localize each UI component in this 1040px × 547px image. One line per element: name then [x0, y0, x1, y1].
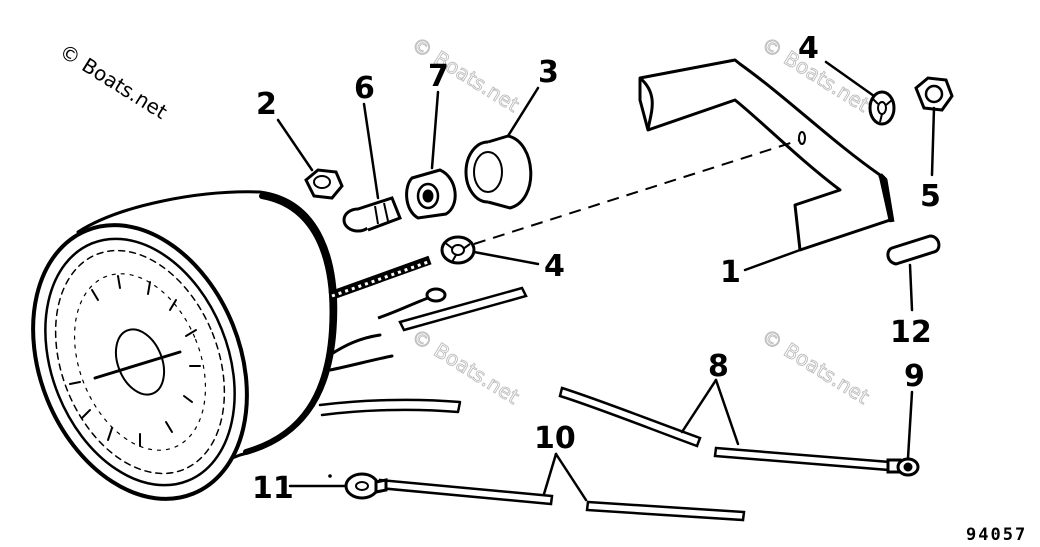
gauge-dial-face	[54, 249, 226, 475]
callout-4-lower: 4	[544, 249, 565, 284]
gauge-ring-terminal	[377, 287, 447, 320]
callout-10: 10	[534, 421, 576, 456]
part-6-bulb	[342, 196, 402, 233]
leader-7	[430, 90, 440, 170]
part-3-grommet	[464, 134, 533, 210]
part-4-lockwasher-upper	[868, 90, 896, 126]
mounting-stud	[328, 255, 432, 301]
leader-4-upper	[824, 60, 876, 98]
leader-8a	[680, 378, 718, 434]
leader-10a	[542, 452, 558, 496]
callout-8: 8	[708, 349, 729, 384]
gauge-assembly	[31, 190, 462, 501]
callout-3: 3	[538, 55, 559, 90]
gauge-harness-lower	[328, 354, 394, 372]
figure-number: 94057	[966, 525, 1027, 545]
part-5-hex-nut	[914, 76, 954, 112]
leader-12	[908, 263, 914, 312]
leader-dot-11	[328, 474, 332, 478]
watermark-mid-center: © Boats.net	[407, 324, 523, 409]
watermark-mid-right: © Boats.net	[757, 324, 873, 409]
leader-5	[930, 106, 936, 177]
leader-6	[362, 102, 380, 200]
callout-labels: 2 6 7 3 4 5 4 1 12 8 9 10 11	[252, 31, 941, 506]
gauge-dial-ticks	[69, 275, 201, 447]
gauge-bezel-outer	[31, 223, 249, 501]
part-8-wires	[558, 386, 892, 472]
part-9-ring-terminal	[886, 457, 920, 477]
leader-9	[906, 390, 914, 460]
gauge-dial-ring	[73, 273, 207, 451]
part-12-pin	[886, 234, 941, 266]
leader-2	[276, 118, 314, 172]
callout-12: 12	[890, 315, 932, 350]
gauge-harness-pair	[318, 398, 462, 417]
part-1-bracket	[638, 58, 895, 252]
part-2-nut	[304, 168, 344, 200]
watermark-main: © Boats.net	[55, 39, 171, 124]
gauge-harness-upper	[328, 333, 382, 357]
callout-6: 6	[354, 71, 375, 106]
callout-11: 11	[252, 471, 294, 506]
gauge-bezel-inner	[44, 237, 236, 487]
watermark-top-center: © Boats.net	[407, 32, 523, 117]
part-11-ring-terminal	[344, 472, 388, 500]
callout-5: 5	[920, 179, 941, 214]
gauge-needle	[93, 350, 182, 380]
leader-lines	[276, 60, 936, 502]
part-4-lockwasher-lower	[440, 235, 476, 265]
callout-9: 9	[904, 359, 925, 394]
bracket-hole	[798, 131, 806, 145]
leader-8b	[714, 378, 740, 446]
callout-4-upper: 4	[798, 31, 819, 66]
callout-7: 7	[428, 59, 449, 94]
leader-10b	[554, 452, 588, 502]
leader-1	[743, 248, 802, 272]
assembly-dashed-line	[473, 139, 801, 245]
callout-1: 1	[720, 255, 741, 290]
leader-3	[506, 86, 540, 138]
callout-2: 2	[256, 87, 277, 122]
loose-wire-segments	[398, 286, 528, 332]
part-7-socket	[405, 168, 457, 220]
part-10-wires	[377, 478, 746, 522]
gauge-case-shadow	[243, 193, 336, 455]
leader-4-lower	[472, 250, 540, 266]
